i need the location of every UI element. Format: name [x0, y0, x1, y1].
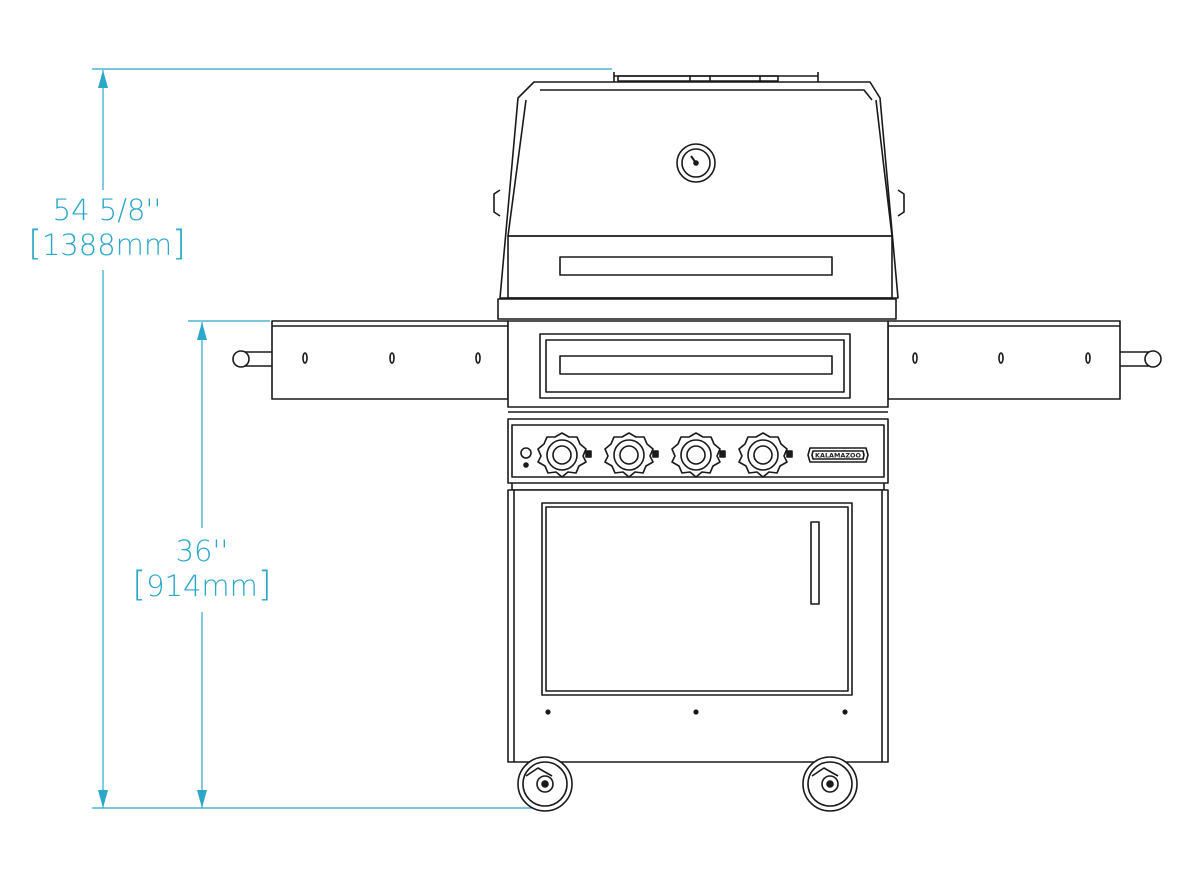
- firebox-front: [507, 320, 889, 413]
- left-side-shelf: [232, 320, 509, 400]
- overall-height-metric-row: [1388mm]: [28, 224, 186, 264]
- burner-knob-4[interactable]: [738, 432, 793, 478]
- arrow-up-icon: [197, 322, 207, 340]
- overall-height-metric: 1388mm: [41, 228, 173, 262]
- counter-height-label: 36'' [914mm]: [130, 534, 274, 603]
- right-towel-bar-end: [1144, 350, 1162, 368]
- hood-handle-rail: [613, 72, 819, 82]
- firebox-handle: [559, 355, 833, 375]
- brand-badge-text: KALAMAZOO: [815, 453, 861, 460]
- counter-height-metric: 914mm: [146, 569, 258, 603]
- control-panel: [507, 418, 889, 484]
- burner-knob-2[interactable]: [604, 432, 659, 478]
- grill-hood: [493, 81, 905, 299]
- overall-height-imperial: 54 5/8'': [52, 193, 162, 227]
- cart-body: [507, 483, 889, 763]
- indicator-led-icon: [523, 462, 529, 468]
- burner-knob-3[interactable]: [671, 432, 726, 478]
- left-towel-bar-end: [232, 350, 250, 368]
- counter-height-imperial: 36'': [175, 534, 229, 568]
- brand-badge: [807, 447, 869, 463]
- counter-height-dimension: [188, 320, 270, 808]
- hood-side-bracket: [493, 189, 501, 217]
- hood-side-bracket: [897, 189, 905, 217]
- overall-height-label: 54 5/8'' [1388mm]: [28, 193, 186, 262]
- arrow-down-icon: [197, 790, 207, 808]
- right-caster-wheel: [802, 756, 858, 812]
- right-side-shelf: [887, 320, 1162, 400]
- hood-handle: [559, 256, 833, 276]
- thermometer-icon: [676, 143, 716, 183]
- firebox-lip: [497, 298, 897, 320]
- counter-height-metric-row: [914mm]: [132, 565, 272, 605]
- cart-door-handle[interactable]: [810, 521, 820, 605]
- left-caster-wheel: [517, 756, 573, 812]
- burner-knob-1[interactable]: [537, 432, 592, 478]
- arrow-down-icon: [98, 790, 108, 808]
- overall-height-dimension: [92, 68, 612, 809]
- ignition-button[interactable]: [520, 447, 532, 459]
- arrow-up-icon: [98, 70, 108, 88]
